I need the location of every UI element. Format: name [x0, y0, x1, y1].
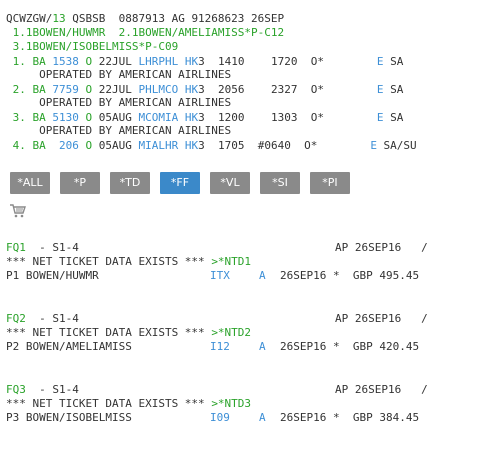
- fare-segments: - S1-4: [25, 383, 79, 396]
- segment-tail: SA: [383, 111, 404, 124]
- segment-times: 1200 1303 O*: [204, 111, 377, 124]
- p-button[interactable]: *P: [60, 172, 100, 194]
- route-link[interactable]: MCOMIA: [138, 111, 179, 124]
- route-link[interactable]: MIALHR: [138, 139, 179, 152]
- segment-status: HK: [178, 83, 199, 96]
- segment-status: HK: [178, 139, 199, 152]
- segment-index: 4. BA: [6, 139, 59, 152]
- e-link[interactable]: E: [370, 139, 377, 152]
- segment-tail: SA/SU: [376, 139, 417, 152]
- fare-code[interactable]: ITX: [210, 269, 230, 282]
- net-ticket-text: *** NET TICKET DATA EXISTS ***: [6, 397, 212, 410]
- net-ticket-text: *** NET TICKET DATA EXISTS ***: [6, 255, 212, 268]
- booking-class: O: [78, 55, 99, 68]
- fare-passenger: P3 BOWEN/ISOBELMISS: [6, 411, 132, 424]
- net-ticket-line: *** NET TICKET DATA EXISTS *** >*NTD1: [6, 255, 251, 268]
- net-ticket-line: *** NET TICKET DATA EXISTS *** >*NTD3: [6, 397, 251, 410]
- fare-quote-id[interactable]: FQ1: [6, 241, 26, 254]
- booking-class: O: [78, 139, 99, 152]
- segment-date: 22JUL: [98, 83, 139, 96]
- segment-qty: 3: [198, 83, 205, 96]
- all-button[interactable]: *ALL: [10, 172, 50, 194]
- segment-index: 1. BA: [6, 55, 53, 68]
- fare-quote-header: FQ1 - S1-4: [6, 241, 79, 254]
- pi-button[interactable]: *PI: [310, 172, 350, 194]
- fare-ap-date: AP 26SEP16 /: [335, 383, 428, 396]
- segment-row: 4. BA 206 O 05AUG MIALHR HK3 1705 #0640 …: [6, 139, 417, 152]
- td-button[interactable]: *TD: [110, 172, 150, 194]
- operated-by: OPERATED BY AMERICAN AIRLINES: [6, 68, 232, 81]
- ff-button[interactable]: *FF: [160, 172, 200, 194]
- segment-qty: 3: [198, 139, 205, 152]
- passenger-names-line-1: 1.1BOWEN/HUWMR 2.1BOWEN/AMELIAMISS*P-C12: [6, 26, 285, 39]
- flight-number-link[interactable]: 7759: [52, 83, 79, 96]
- fare-ap-date: AP 26SEP16 /: [335, 312, 428, 325]
- si-button[interactable]: *SI: [260, 172, 300, 194]
- flight-number-link[interactable]: 5130: [52, 111, 79, 124]
- flight-number-link[interactable]: 206: [58, 139, 79, 152]
- pnr-header-rest: QSBSB 0887913 AG 91268623 26SEP: [65, 12, 285, 25]
- ntd-link[interactable]: >*NTD1: [211, 255, 252, 268]
- e-link[interactable]: E: [376, 83, 384, 96]
- fare-quote-id[interactable]: FQ3: [6, 383, 26, 396]
- net-ticket-line: *** NET TICKET DATA EXISTS *** >*NTD2: [6, 326, 251, 339]
- ntd-link[interactable]: >*NTD2: [211, 326, 252, 339]
- pnr-count: 13: [52, 12, 66, 25]
- segment-qty: 3: [198, 55, 205, 68]
- segment-date: 22JUL: [98, 55, 139, 68]
- route-link[interactable]: LHRPHL: [138, 55, 179, 68]
- fare-passenger: P1 BOWEN/HUWMR: [6, 269, 99, 282]
- segment-row: 3. BA 5130 O 05AUG MCOMIA HK3 1200 1303 …: [6, 111, 404, 124]
- segment-times: 2056 2327 O*: [204, 83, 377, 96]
- pnr-header: QCWZGW/13 QSBSB 0887913 AG 91268623 26SE…: [6, 12, 284, 25]
- booking-class: O: [78, 83, 99, 96]
- route-link[interactable]: PHLMCO: [138, 83, 179, 96]
- fare-segments: - S1-4: [25, 241, 79, 254]
- ntd-link[interactable]: >*NTD3: [211, 397, 252, 410]
- segment-row: 1. BA 1538 O 22JUL LHRPHL HK3 1410 1720 …: [6, 55, 404, 68]
- segment-tail: SA: [383, 83, 404, 96]
- fare-code[interactable]: I12: [210, 340, 230, 353]
- vl-button[interactable]: *VL: [210, 172, 250, 194]
- passenger-names-line-2: 3.1BOWEN/ISOBELMISS*P-C09: [6, 40, 179, 53]
- operated-by: OPERATED BY AMERICAN AIRLINES: [6, 124, 232, 137]
- fare-amount: 26SEP16 * GBP 384.45: [280, 411, 420, 424]
- e-link[interactable]: E: [376, 111, 384, 124]
- segment-index: 3. BA: [6, 111, 53, 124]
- segment-index: 2. BA: [6, 83, 53, 96]
- booking-class: O: [78, 111, 99, 124]
- fare-a-link[interactable]: A: [259, 340, 266, 353]
- e-link[interactable]: E: [376, 55, 384, 68]
- fare-quote-header: FQ3 - S1-4: [6, 383, 79, 396]
- fare-quote-header: FQ2 - S1-4: [6, 312, 79, 325]
- fare-amount: 26SEP16 * GBP 420.45: [280, 340, 420, 353]
- segment-row: 2. BA 7759 O 22JUL PHLMCO HK3 2056 2327 …: [6, 83, 404, 96]
- fare-code[interactable]: I09: [210, 411, 230, 424]
- fare-amount: 26SEP16 * GBP 495.45: [280, 269, 420, 282]
- segment-status: HK: [178, 111, 199, 124]
- flight-number-link[interactable]: 1538: [52, 55, 79, 68]
- fare-ap-date: AP 26SEP16 /: [335, 241, 428, 254]
- fare-segments: - S1-4: [25, 312, 79, 325]
- segment-status: HK: [178, 55, 199, 68]
- fare-quote-id[interactable]: FQ2: [6, 312, 26, 325]
- segment-times: 1705 #0640 O*: [204, 139, 371, 152]
- fare-a-link[interactable]: A: [259, 411, 266, 424]
- segment-tail: SA: [383, 55, 404, 68]
- segment-date: 05AUG: [98, 139, 139, 152]
- segment-date: 05AUG: [98, 111, 139, 124]
- net-ticket-text: *** NET TICKET DATA EXISTS ***: [6, 326, 212, 339]
- segment-qty: 3: [198, 111, 205, 124]
- fare-passenger: P2 BOWEN/AMELIAMISS: [6, 340, 132, 353]
- operated-by: OPERATED BY AMERICAN AIRLINES: [6, 96, 232, 109]
- record-locator: QCWZGW/: [6, 12, 53, 25]
- fare-a-link[interactable]: A: [259, 269, 266, 282]
- cart-icon[interactable]: [10, 204, 26, 218]
- segment-times: 1410 1720 O*: [204, 55, 377, 68]
